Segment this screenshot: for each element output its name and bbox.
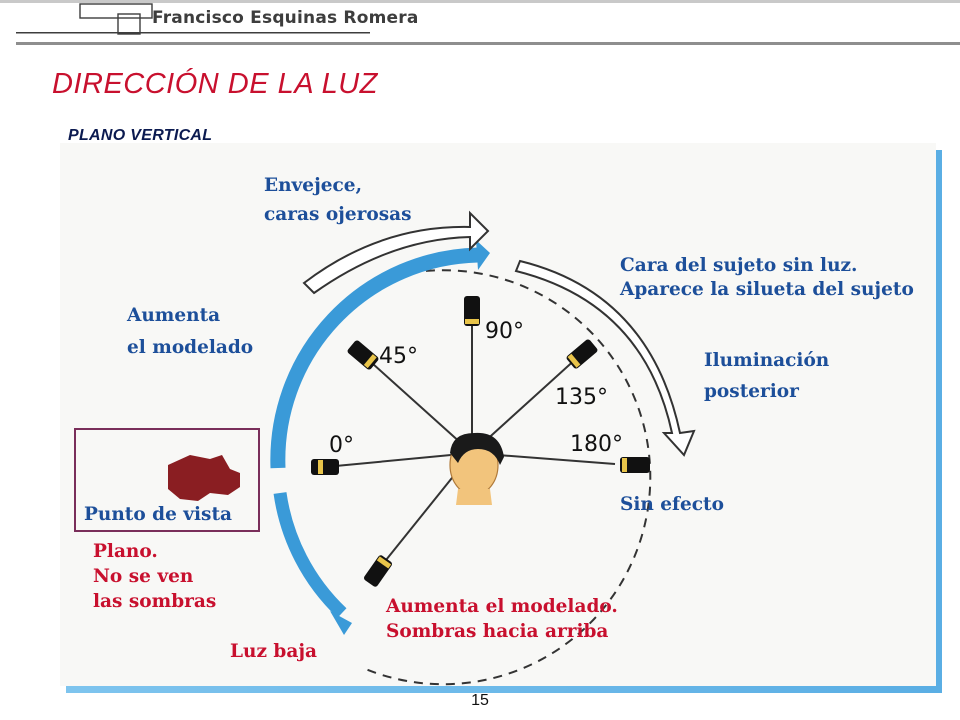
slide-subtitle: PLANO VERTICAL <box>68 127 213 144</box>
label-aumenta-mod-2: Sombras hacia arriba <box>386 621 608 642</box>
light-135-icon <box>566 339 598 369</box>
camera-icon <box>168 455 240 501</box>
angle-135-label: 135° <box>555 385 608 410</box>
diagram-panel: 0° 45° 90° 135° 180° Envejece, caras oje… <box>60 143 936 686</box>
label-cara-2: Aparece la silueta del sujeto <box>619 279 914 300</box>
slide-header: Francisco Esquinas Romera <box>0 0 960 50</box>
label-punto-vista: Punto de vista <box>84 504 232 525</box>
label-sin-efecto: Sin efecto <box>620 494 724 515</box>
angle-0-label: 0° <box>329 433 354 458</box>
slide-title: DIRECCIÓN DE LA LUZ <box>52 68 378 100</box>
arrow-envejece <box>302 210 490 295</box>
label-iluminacion-2: posterior <box>704 381 799 402</box>
dashed-orbit <box>362 269 652 686</box>
subject-head-icon <box>449 432 504 505</box>
light-direction-diagram: 0° 45° 90° 135° 180° Envejece, caras oje… <box>74 175 914 686</box>
label-luz-baja: Luz baja <box>230 641 317 662</box>
label-aumenta-mod-1: Aumenta el modelado. <box>385 596 618 617</box>
label-iluminacion-1: Iluminación <box>704 350 830 371</box>
arc-aumenta-modelado <box>270 247 479 469</box>
page-number: 15 <box>471 692 489 709</box>
label-aumenta-2: el modelado <box>127 337 253 358</box>
angle-45-label: 45° <box>379 344 418 369</box>
arrow-contraluz <box>514 259 696 457</box>
light-45-icon <box>347 340 379 370</box>
point-of-view-box <box>74 428 260 532</box>
label-plano-3: las sombras <box>93 591 216 612</box>
light-180-icon <box>620 457 650 473</box>
header-decoration <box>0 0 960 45</box>
label-cara-1: Cara del sujeto sin luz. <box>620 255 857 276</box>
light-0-icon <box>311 459 339 475</box>
light-low-icon <box>364 555 392 587</box>
light-90-icon <box>464 296 480 326</box>
label-plano-2: No se ven <box>93 566 194 587</box>
angle-180-label: 180° <box>570 432 623 457</box>
label-envejece-1: Envejece, <box>264 175 362 196</box>
angle-90-label: 90° <box>485 319 524 344</box>
label-envejece-2: caras ojerosas <box>264 204 412 225</box>
light-fixtures <box>311 296 650 587</box>
label-aumenta-1: Aumenta <box>126 305 220 326</box>
author-name: Francisco Esquinas Romera <box>152 8 419 28</box>
arc-luz-baja <box>273 492 347 618</box>
label-plano-1: Plano. <box>93 541 158 562</box>
